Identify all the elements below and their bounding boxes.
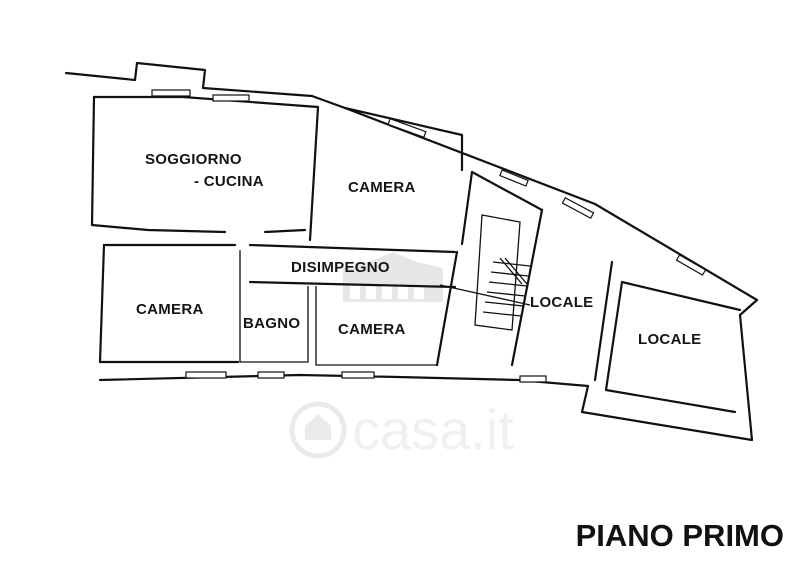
window [185,371,227,379]
watermark: casa.it [289,252,514,461]
window [499,169,529,187]
window [519,375,547,383]
watermark-casa-logo-icon [289,401,347,459]
plan-title: PIANO PRIMO [576,518,784,553]
room-label-camera-2: CAMERA [136,301,204,318]
watermark-house-icon [343,252,443,302]
window [561,197,595,219]
room-label-locale-1: LOCALE [530,294,593,311]
window [387,117,427,139]
window [341,371,375,379]
staircase [439,214,531,331]
room-label-disimpegno: DISIMPEGNO [291,259,390,276]
outer-walls [64,61,759,442]
window [212,94,250,102]
room-label-camera-1: CAMERA [348,179,416,196]
watermark-text: casa.it [352,398,514,461]
interior-walls [92,95,742,414]
room-label-camera-3: CAMERA [338,321,406,338]
room-label-locale-2: LOCALE [638,331,701,348]
room-label-soggiorno-line2: - CUCINA [194,173,264,190]
room-label-soggiorno: SOGGIORNO [145,151,242,168]
window [257,371,285,379]
room-label-bagno: BAGNO [243,315,300,332]
windows [151,89,707,383]
window [675,254,707,276]
window [151,89,191,97]
room-labels: SOGGIORNO - CUCINA CAMERA DISIMPEGNO CAM… [136,151,701,348]
